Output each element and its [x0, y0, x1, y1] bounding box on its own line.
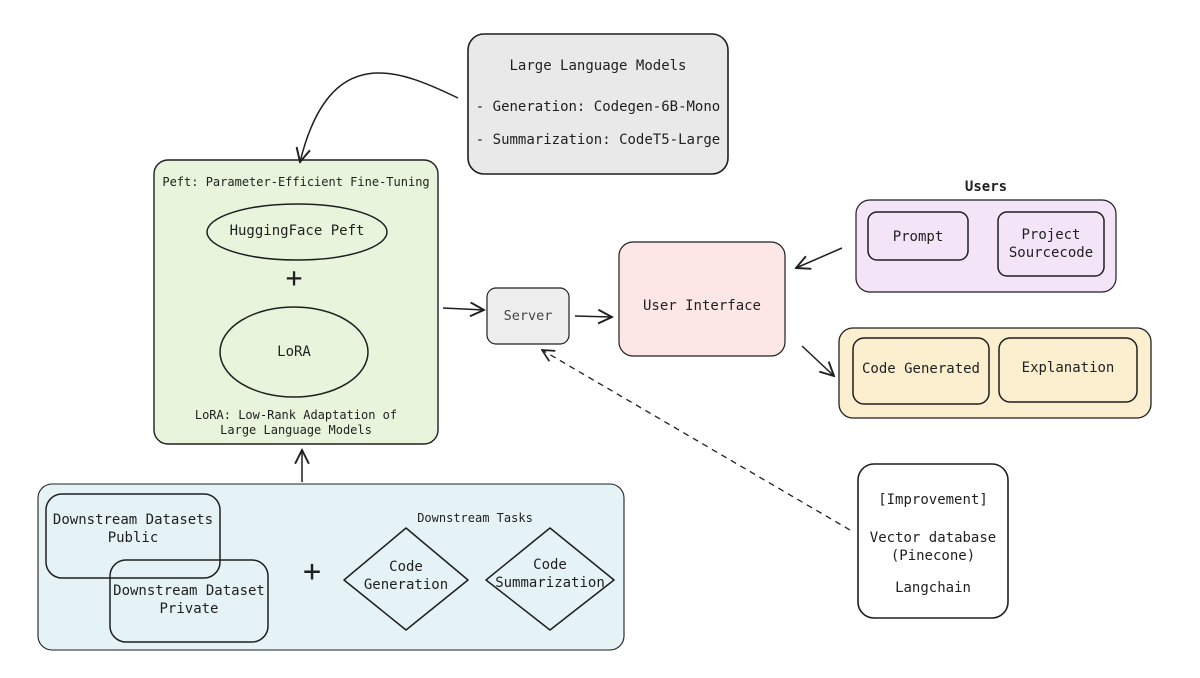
improvement-title: [Improvement] [878, 492, 988, 508]
users-title: Users [964, 179, 1008, 195]
langchain-label: Langchain [895, 580, 971, 596]
user-interface-label: User Interface [642, 298, 761, 314]
prompt-box [867, 211, 969, 261]
downstream-tasks-title: Downstream Tasks [417, 511, 533, 525]
peft-container [153, 159, 439, 445]
vector-database-label: Vector database (Pinecone) [869, 530, 997, 564]
code-generated-label: Code Generated [861, 361, 980, 377]
huggingface-peft-ellipse [206, 203, 388, 261]
public-datasets-box [45, 493, 221, 579]
lora-ellipse [219, 306, 369, 398]
llm-box [467, 33, 729, 175]
llm-generation-line: - Generation: Codegen-6B-Mono [475, 99, 721, 115]
explanation-label: Explanation [1021, 360, 1115, 376]
arrow-server-to-ui [574, 316, 612, 317]
arrow-improvement-to-server [542, 350, 851, 531]
explanation-box [998, 337, 1138, 403]
huggingface-peft-label: HuggingFace Peft [229, 223, 365, 239]
llm-title: Large Language Models [509, 58, 687, 74]
downstream-plus: + [302, 554, 322, 589]
arrow-ui-to-output [801, 345, 834, 376]
arrow-llm-to-peft [300, 72, 459, 162]
code-generated-box [852, 337, 990, 405]
project-sourcecode-label: Project Sourcecode [1008, 227, 1094, 261]
improvement-box [857, 463, 1009, 619]
llm-summarization-line: - Summarization: CodeT5-Large [475, 132, 721, 148]
private-dataset-box [109, 559, 269, 643]
project-sourcecode-box [997, 211, 1105, 277]
peft-header: Peft: Parameter-Efficient Fine-Tuning [162, 175, 430, 189]
output-container [838, 327, 1152, 419]
peft-footer: LoRA: Low-Rank Adaptation of Large Langu… [194, 408, 398, 437]
user-interface-box [618, 241, 786, 357]
code-generation-label: Code Generation [363, 559, 449, 593]
peft-plus: + [285, 261, 303, 294]
private-dataset-label: Downstream Dataset Private [113, 583, 265, 617]
arrow-peft-to-server [442, 308, 484, 310]
code-summarization-diamond [485, 527, 615, 631]
arrow-users-to-ui [796, 247, 843, 268]
public-datasets-label: Downstream Datasets Public [52, 512, 214, 546]
server-box [486, 287, 570, 345]
code-generation-diamond [343, 527, 469, 631]
server-label: Server [503, 308, 553, 324]
code-summarization-label: Code Summarization [495, 557, 605, 591]
prompt-label: Prompt [892, 229, 944, 245]
lora-label: LoRA [277, 344, 311, 360]
downstream-container [37, 483, 625, 651]
users-container [855, 199, 1117, 293]
